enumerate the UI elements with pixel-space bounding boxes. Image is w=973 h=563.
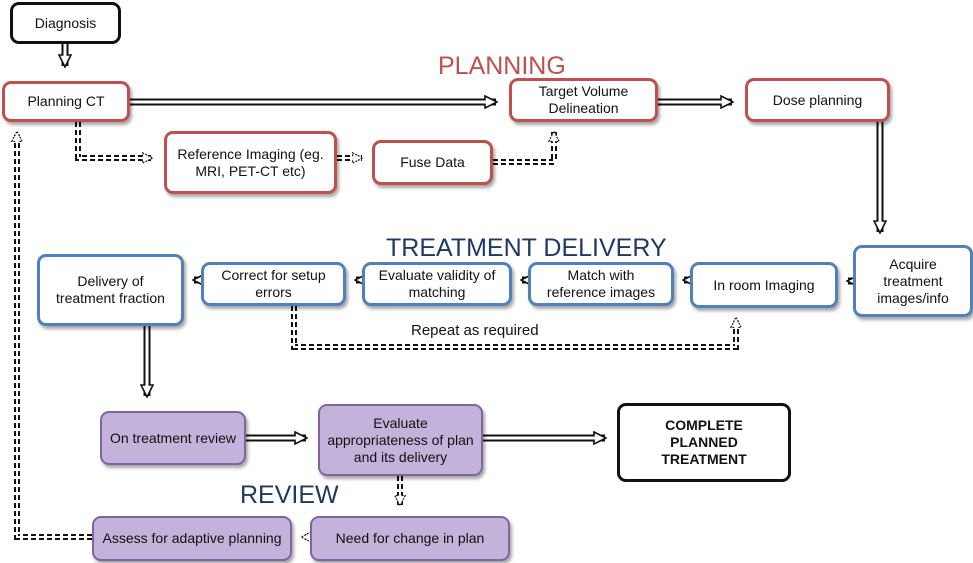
section-title-treatment-delivery: TREATMENT DELIVERY <box>386 234 667 262</box>
node-delivery-fraction: Delivery of treatment fraction <box>37 254 184 326</box>
node-evaluate-appropriateness: Evaluate appropriateness of plan and its… <box>318 404 483 476</box>
node-dose-planning: Dose planning <box>745 78 890 122</box>
node-diagnosis: Diagnosis <box>10 2 121 44</box>
node-fuse-data: Fuse Data <box>372 140 493 185</box>
dashed-fuse-to-target <box>493 132 554 165</box>
node-on-treatment-review: On treatment review <box>100 411 246 465</box>
section-title-review: REVIEW <box>240 481 339 509</box>
node-planning-ct: Planning CT <box>2 81 130 122</box>
dashed-assess-to-planning-ct <box>17 132 92 540</box>
node-need-change: Need for change in plan <box>310 516 510 561</box>
node-assess-adaptive: Assess for adaptive planning <box>92 516 292 561</box>
node-acquire-images: Acquire treatment images/info <box>853 245 973 317</box>
node-target-volume: Target Volume Delineation <box>509 78 658 122</box>
node-complete-treatment: COMPLETE PLANNED TREATMENT <box>617 403 791 482</box>
node-correct-setup: Correct for setup errors <box>201 262 346 306</box>
node-evaluate-validity: Evaluate validity of matching <box>362 262 512 306</box>
label-repeat-as-required: Repeat as required <box>411 322 539 339</box>
node-match-reference: Match with reference images <box>528 262 674 306</box>
section-title-planning: PLANNING <box>438 52 566 80</box>
node-reference-imaging: Reference Imaging (eg. MRI, PET-CT etc) <box>164 131 337 194</box>
dashed-planning-ct-to-reference <box>75 122 152 158</box>
node-in-room-imaging: In room Imaging <box>690 262 838 308</box>
